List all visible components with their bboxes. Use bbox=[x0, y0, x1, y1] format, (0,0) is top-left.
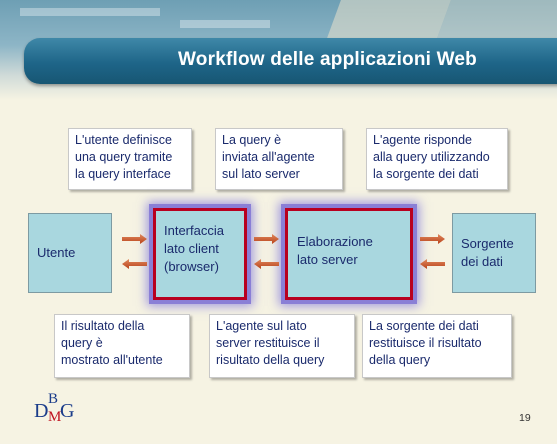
logo-letter-g: G bbox=[60, 400, 75, 422]
arrow-left-icon bbox=[254, 259, 279, 269]
arrow-right-icon bbox=[420, 234, 445, 244]
arrow-right-icon bbox=[122, 234, 147, 244]
node-client-interface: Interfaccia lato client (browser) bbox=[153, 208, 247, 300]
note-agent-responds: L'agente risponde alla query utilizzando… bbox=[366, 128, 508, 190]
slide-title: Workflow delle applicazioni Web bbox=[178, 49, 477, 70]
node-utente: Utente bbox=[28, 213, 112, 293]
node-server-label: Elaborazione lato server bbox=[297, 234, 373, 267]
node-utente-label: Utente bbox=[37, 245, 76, 260]
dbmg-logo: D B M G bbox=[34, 391, 74, 425]
arrow-left-icon bbox=[122, 259, 147, 269]
node-data-source: Sorgente dei dati bbox=[452, 213, 536, 293]
logo-letter-m: M bbox=[48, 409, 62, 425]
note-source-returns-result: La sorgente dei dati restituisce il risu… bbox=[362, 314, 512, 378]
note-result-shown-to-user: Il risultato della query è mostrato all'… bbox=[54, 314, 190, 378]
node-client-label: Interfaccia lato client (browser) bbox=[164, 223, 224, 274]
arrow-left-icon bbox=[420, 259, 445, 269]
page-number: 19 bbox=[519, 412, 531, 424]
title-bar bbox=[24, 38, 557, 84]
note-user-defines-query: L'utente definisce una query tramite la … bbox=[68, 128, 192, 190]
note-query-sent-to-agent: La query è inviata all'agente sul lato s… bbox=[215, 128, 343, 190]
arrow-right-icon bbox=[254, 234, 279, 244]
node-data-source-label: Sorgente dei dati bbox=[461, 236, 514, 269]
logo-letter-b: B bbox=[48, 391, 59, 407]
note-agent-returns-result: L'agente sul lato server restituisce il … bbox=[209, 314, 355, 378]
logo-letter-d: D bbox=[34, 400, 49, 422]
node-server-processing: Elaborazione lato server bbox=[285, 208, 413, 300]
